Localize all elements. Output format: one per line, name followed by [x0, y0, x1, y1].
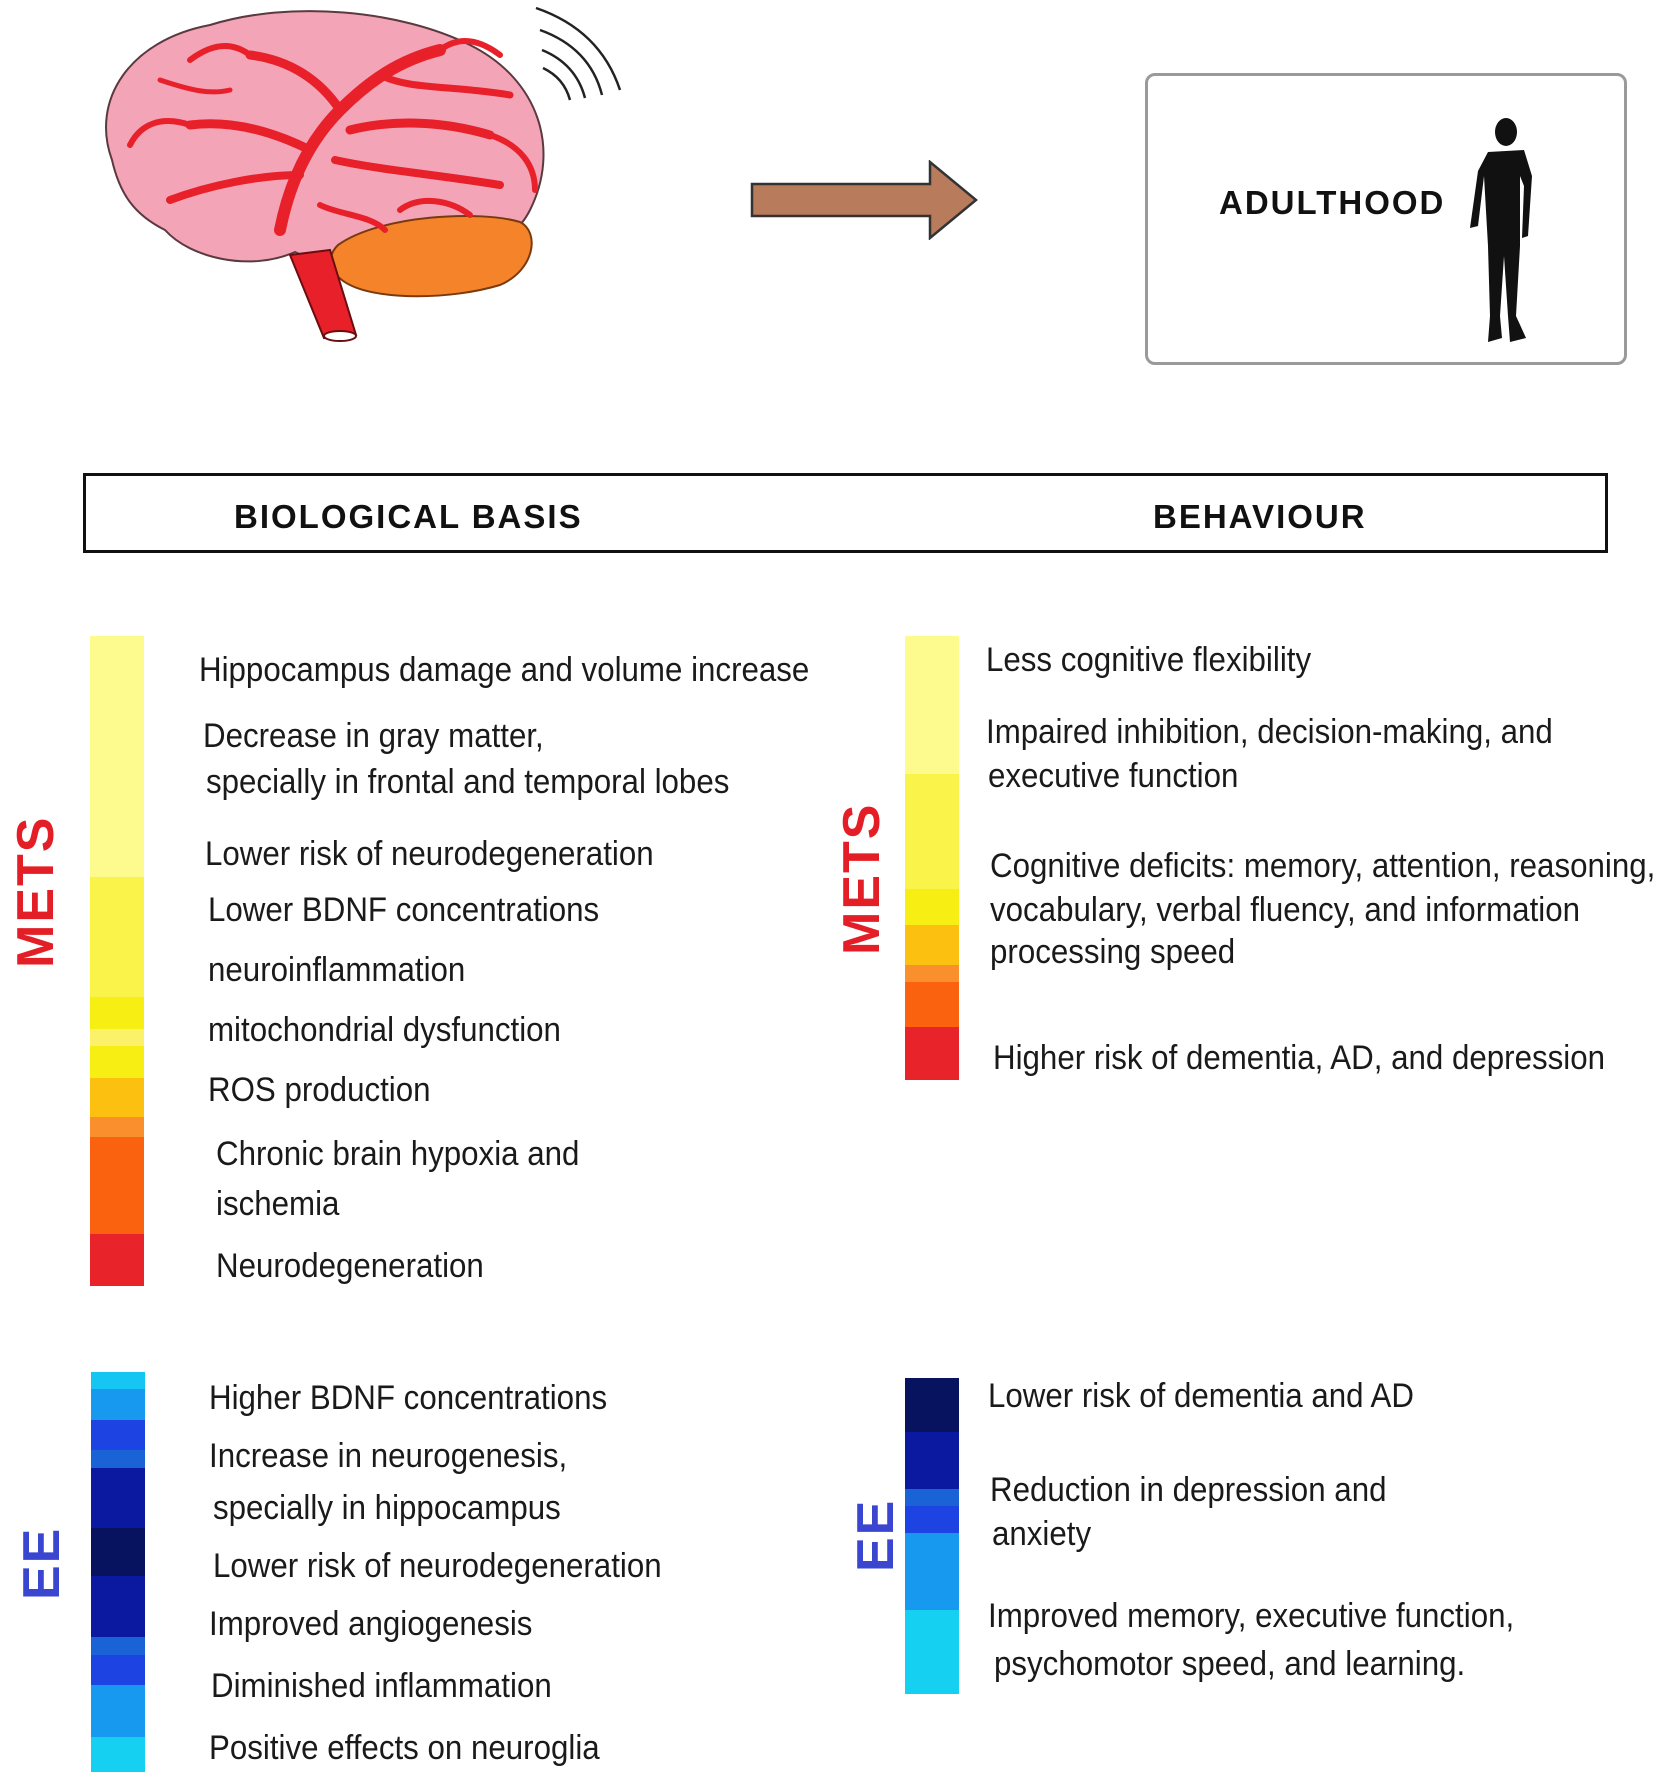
beh-mets-item: Impaired inhibition, decision-making, an… [986, 713, 1553, 751]
beh-mets-item: executive function [988, 757, 1239, 795]
beh-mets-item: vocabulary, verbal fluency, and informat… [990, 891, 1581, 929]
beh-ee-label: EE [847, 1498, 905, 1572]
bio-ee-item: Increase in neurogenesis, [209, 1437, 568, 1475]
bio-mets-color-bar [90, 636, 144, 1286]
bio-ee-item: Improved angiogenesis [209, 1605, 533, 1643]
right-arrow-icon [750, 160, 978, 240]
bio-mets-item: mitochondrial dysfunction [208, 1011, 561, 1049]
color-bar-segment [905, 636, 959, 774]
color-bar-segment [91, 1576, 145, 1638]
color-bar-segment [90, 1078, 144, 1117]
color-bar-segment [905, 1026, 959, 1080]
color-bar-segment [905, 1488, 959, 1506]
color-bar-segment [905, 1532, 959, 1610]
color-bar-segment [905, 964, 959, 983]
color-bar-segment [905, 773, 959, 890]
beh-mets-item: processing speed [990, 933, 1236, 971]
beh-mets-item: Less cognitive flexibility [986, 641, 1312, 679]
header-biological-basis: BIOLOGICAL BASIS [234, 498, 583, 535]
bio-mets-item: specially in frontal and temporal lobes [206, 763, 730, 801]
color-bar-segment [90, 1029, 144, 1046]
bio-mets-item: Lower risk of neurodegeneration [205, 835, 654, 873]
color-bar-segment [90, 1234, 144, 1286]
cerebellum-shape [329, 215, 533, 298]
brain-illustration [105, 6, 622, 342]
header-behaviour: BEHAVIOUR [1153, 498, 1367, 535]
color-bar-segment [91, 1389, 145, 1420]
bio-mets-item: Chronic brain hypoxia and [216, 1135, 580, 1173]
bio-mets-item: Lower BDNF concentrations [208, 891, 600, 929]
color-bar-segment [905, 1431, 959, 1489]
color-bar-segment [91, 1737, 145, 1772]
beh-mets-color-bar [905, 636, 959, 1080]
color-bar-segment [91, 1450, 145, 1468]
beh-ee-item: anxiety [992, 1515, 1092, 1553]
color-bar-segment [91, 1528, 145, 1577]
color-bar-segment [91, 1372, 145, 1390]
bio-mets-label: METS [7, 815, 65, 968]
beh-mets-item: Higher risk of dementia, AD, and depress… [993, 1039, 1606, 1077]
bio-mets-item: ischemia [216, 1185, 340, 1223]
bio-ee-item: Positive effects on neuroglia [209, 1729, 600, 1767]
color-bar-segment [905, 982, 959, 1027]
color-bar-segment [90, 996, 144, 1030]
color-bar-segment [90, 1045, 144, 1078]
color-bar-segment [90, 1117, 144, 1137]
color-bar-segment [91, 1419, 145, 1451]
blood-vessels [127, 37, 538, 236]
color-bar-segment [905, 924, 959, 965]
bio-mets-item: Decrease in gray matter, [203, 717, 544, 755]
bio-ee-item: Higher BDNF concentrations [209, 1379, 608, 1417]
section-header: BIOLOGICAL BASIS BEHAVIOUR [83, 473, 1608, 553]
bio-mets-item: Neurodegeneration [216, 1247, 484, 1285]
adulthood-label: ADULTHOOD [1219, 184, 1446, 221]
beh-mets-item: Cognitive deficits: memory, attention, r… [990, 847, 1654, 885]
color-bar-segment [905, 889, 959, 925]
color-bar-segment [905, 1609, 959, 1694]
bio-mets-item: ROS production [208, 1071, 431, 1109]
color-bar-segment [91, 1467, 145, 1529]
bio-mets-item: Hippocampus damage and volume increase [199, 651, 810, 689]
color-bar-segment [90, 1136, 144, 1234]
color-bar-segment [91, 1654, 145, 1685]
beh-ee-item: Improved memory, executive function, [988, 1597, 1515, 1635]
color-bar-segment [90, 876, 144, 997]
beh-ee-item: Lower risk of dementia and AD [988, 1377, 1414, 1415]
adulthood-box: ADULTHOOD [1145, 73, 1627, 365]
beh-ee-item: psychomotor speed, and learning. [994, 1645, 1466, 1683]
bio-ee-item: specially in hippocampus [213, 1489, 561, 1527]
bio-mets-item: neuroinflammation [208, 951, 466, 989]
bio-ee-label: EE [13, 1526, 71, 1600]
bio-ee-item: Lower risk of neurodegeneration [213, 1547, 662, 1585]
beh-mets-label: METS [833, 802, 891, 955]
color-bar-segment [91, 1637, 145, 1655]
signal-waves-icon [535, 6, 622, 101]
color-bar-segment [905, 1505, 959, 1533]
color-bar-segment [905, 1378, 959, 1432]
color-bar-segment [90, 636, 144, 877]
bio-ee-item: Diminished inflammation [211, 1667, 552, 1705]
color-bar-segment [91, 1684, 145, 1738]
beh-ee-color-bar [905, 1378, 959, 1694]
bio-ee-color-bar [91, 1372, 145, 1772]
beh-ee-item: Reduction in depression and [990, 1471, 1387, 1509]
man-silhouette-icon [1470, 118, 1532, 342]
